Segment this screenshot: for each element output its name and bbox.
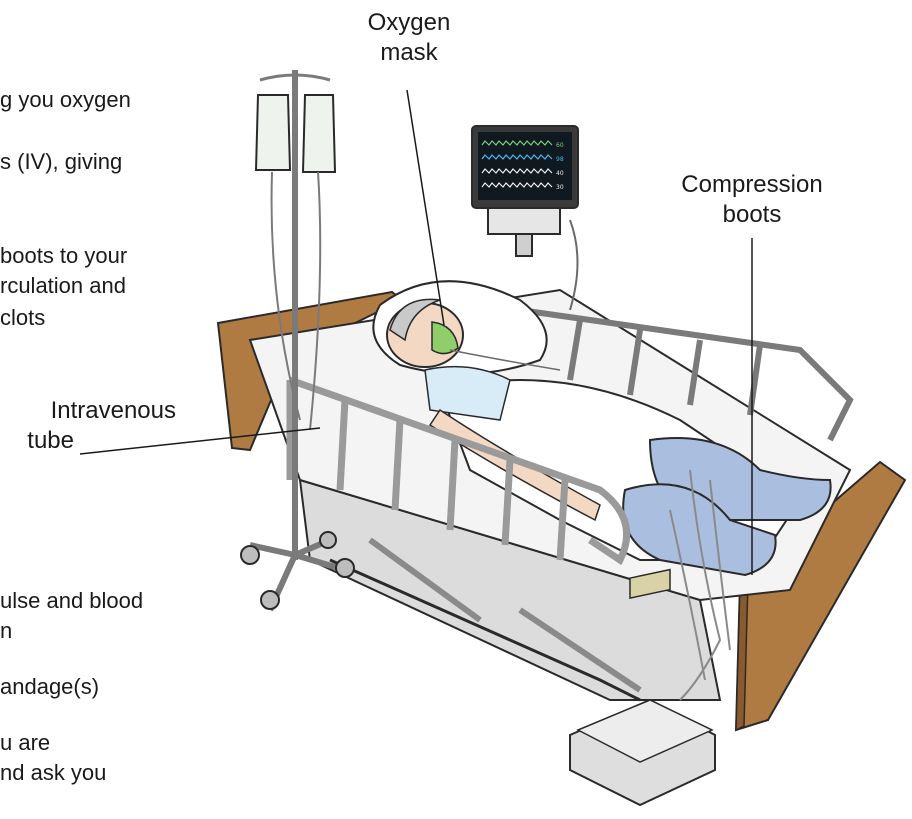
iv-bag-left [256,95,290,170]
monitor-reading: 40 [556,170,564,177]
label-compression-boots-line-1: Compression [672,170,832,200]
side-text-line-6: ulse and blood [0,587,143,614]
monitor-reading: 98 [556,156,564,163]
side-text-line-9: u are [0,729,50,756]
label-oxygen-mask: Oxygen mask [362,8,456,68]
monitor-reading: 60 [556,142,564,149]
label-intravenous-tube-line-1: Intravenous [0,396,176,426]
monitor-reading: 30 [556,184,564,191]
side-text-line-1: g you oxygen [0,86,131,113]
side-text-line-2: s (IV), giving [0,148,122,175]
side-text-line-3: boots to your [0,242,127,269]
label-intravenous-tube: Intravenous tube [0,396,176,456]
patient-monitor [472,126,578,310]
label-compression-boots: Compression boots [672,170,832,230]
label-oxygen-mask-line-1: Oxygen [362,8,456,38]
label-compression-boots-line-2: boots [672,200,832,230]
side-text-line-5: clots [0,304,45,331]
side-text-line-4: rculation and [0,272,126,299]
side-text-line-7: n [0,617,12,644]
label-intravenous-tube-line-2: tube [0,426,176,456]
side-text-line-8: andage(s) [0,673,99,700]
label-oxygen-mask-line-2: mask [362,38,456,68]
iv-bag-right [303,95,335,172]
side-text-line-10: nd ask you [0,759,106,786]
